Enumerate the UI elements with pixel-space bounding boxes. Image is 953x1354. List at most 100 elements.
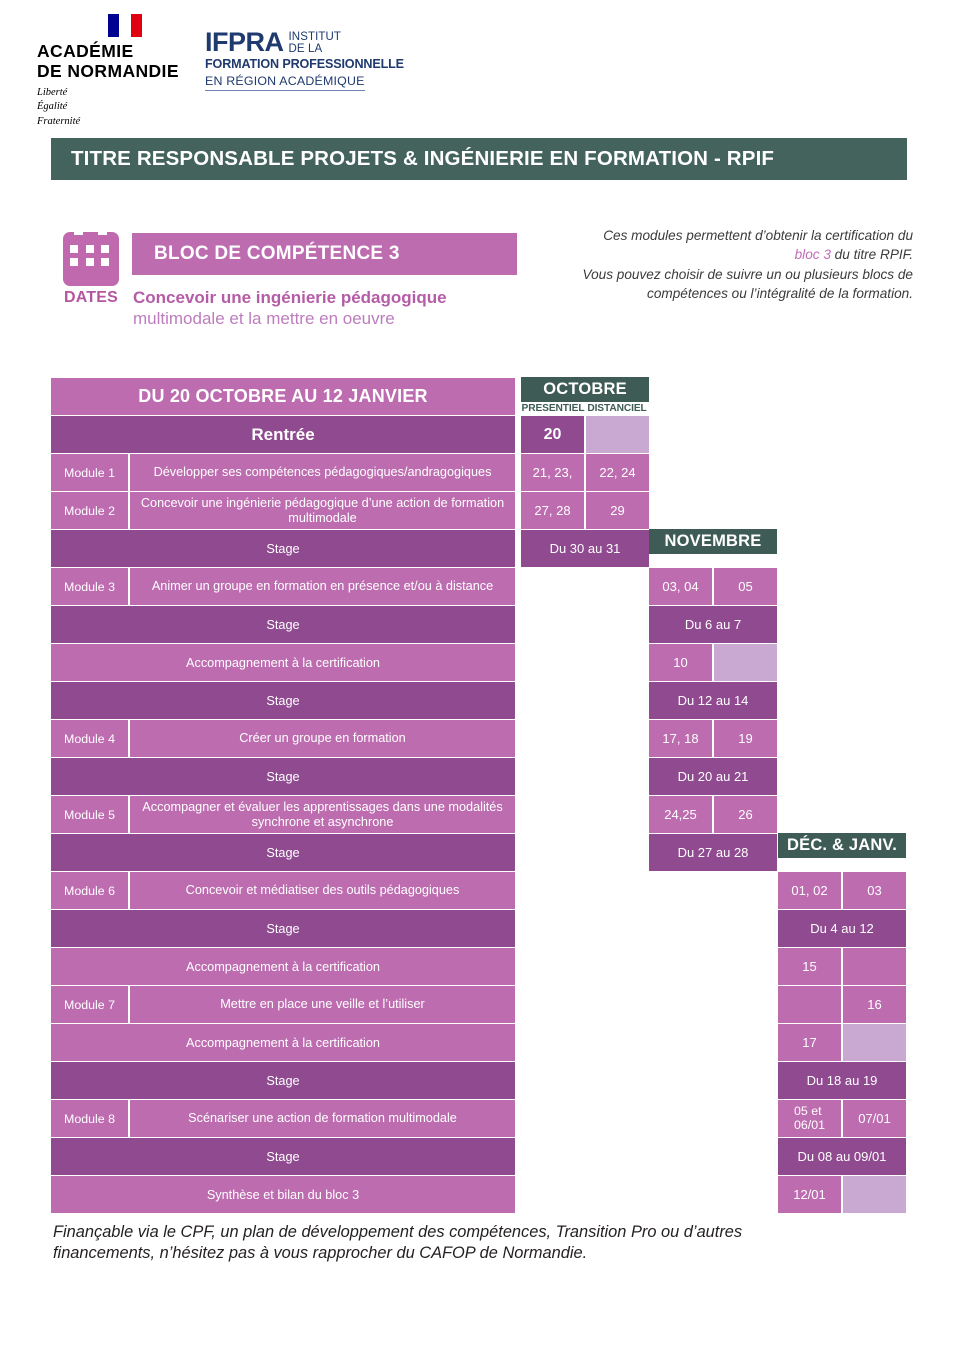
month-cell-nov: Du 6 au 7 [649,606,777,643]
note-line-3: Vous pouvez choisir de suivre un ou plus… [582,266,913,282]
date-cell-range: Du 12 au 14 [649,682,777,719]
date-cell-presentiel: 17 [778,1024,841,1061]
module-number: Module 6 [51,872,128,909]
stage-row-label: Stage [51,530,515,567]
module-number: Module 2 [51,492,128,529]
certification-note: Ces modules permettent d’obtenir la cert… [528,226,913,303]
date-cell-presentiel: 15 [778,948,841,985]
date-cell-distanciel: 16 [843,986,906,1023]
date-cell-presentiel: 01, 02 [778,872,841,909]
module-description: Accompagner et évaluer les apprentissage… [130,796,515,833]
stage-row-label: Stage [51,1062,515,1099]
ifpra-wordmark: IFPRA [205,27,284,57]
month-cell-oct: Du 30 au 31 [521,530,649,567]
module-number: Module 7 [51,986,128,1023]
date-cell-presentiel [778,986,841,1023]
date-cell-range: Du 20 au 21 [649,758,777,795]
month-cell-dec: Du 08 au 09/01 [778,1138,906,1175]
octobre-legend: PRESENTIEL DISTANCIEL [521,403,649,417]
footer-line-2: financements, n’hésitez pas à vous rappr… [53,1243,588,1262]
date-cell-distanciel: 29 [586,492,649,529]
date-cell-presentiel: 17, 18 [649,720,712,757]
month-cell-nov: 10 [649,644,777,681]
legend-distanciel: DISTANCIEL [587,403,647,414]
stage-row-label: Stage [51,606,515,643]
module-description: Développer ses compétences pédagogiques/… [130,454,515,491]
date-cell-range: Du 27 au 28 [649,834,777,871]
bloc-subtitle-line1: Concevoir une ingénierie pédagogique [133,288,447,307]
dates-label: DATES [63,289,119,306]
ifpra-line-3: EN RÉGION ACADÉMIQUE [205,74,365,91]
month-cell-dec: 12/01 [778,1176,906,1213]
schedule-header-row: DU 20 OCTOBRE AU 12 JANVIER OCTOBRE PRES… [51,377,911,417]
date-cell-distanciel [843,948,906,985]
schedule-row: Accompagnement à la certification 15 [51,948,911,985]
month-header-novembre: NOVEMBRE [649,529,777,554]
module-description: Concevoir et médiatiser des outils pédag… [130,872,515,909]
module-number: Module 4 [51,720,128,757]
schedule-row: Stage Du 18 au 19 [51,1062,911,1099]
ifpra-line-2: FORMATION PROFESSIONNELLE [205,56,404,71]
dates-icon-block: DATES [52,228,130,307]
schedule-row: Stage Du 12 au 14 [51,682,911,719]
stage-row-label: Stage [51,682,515,719]
ifpra-logo: IFPRA INSTITUT DE LA FORMATION PROFESSIO… [205,27,404,91]
note-line-2: bloc 3 du titre RPIF. [528,245,913,264]
module-number: Module 1 [51,454,128,491]
activity-row-label: Accompagnement à la certification [51,1024,515,1061]
date-cell-range: Du 30 au 31 [521,530,649,567]
date-cell-distanciel [843,1176,906,1213]
date-cell-distanciel: 19 [714,720,777,757]
month-cell-oct: 20 [521,416,649,453]
module-number: Module 8 [51,1100,128,1137]
date-cell-distanciel: 07/01 [843,1100,906,1137]
date-cell-presentiel: 12/01 [778,1176,841,1213]
note-line-1: Ces modules permettent d’obtenir la cert… [603,228,913,243]
month-cell-nov: Du 12 au 14 [649,682,777,719]
devise-egalite: Égalité [37,101,68,113]
module-number: Module 5 [51,796,128,833]
note-highlight: bloc 3 [794,247,831,263]
stage-row-label: Stage [51,1138,515,1175]
french-flag-icon [108,14,142,37]
module-description: Scénariser une action de formation multi… [130,1100,515,1137]
date-cell-distanciel: 26 [714,796,777,833]
stage-row-label: Stage [51,758,515,795]
title-banner: TITRE RESPONSABLE PROJETS & INGÉNIERIE E… [51,138,907,180]
module-description: Concevoir une ingénierie pédagogique d’u… [130,492,515,529]
month-cell-dec: Du 18 au 19 [778,1062,906,1099]
academie-line-1: ACADÉMIE [37,41,134,61]
module-number: Module 3 [51,568,128,605]
date-cell-range: Du 18 au 19 [778,1062,906,1099]
legend-presentiel: PRESENTIEL [521,403,585,414]
bloc-competence-title: BLOC DE COMPÉTENCE 3 [154,243,400,264]
date-cell-distanciel [586,416,649,453]
note-line-4: compétences ou l’intégralité de la forma… [647,285,913,301]
date-cell-presentiel: 27, 28 [521,492,584,529]
schedule-row: Stage Du 4 au 12 [51,910,911,947]
schedule-row: Stage Du 6 au 7 [51,606,911,643]
note-line-2-suffix: du titre RPIF. [830,247,913,263]
module-description: Créer un groupe en formation [130,720,515,757]
date-cell-range: Du 08 au 09/01 [778,1138,906,1175]
module-description: Animer un groupe en formation en présenc… [130,568,515,605]
ifpra-institut-line1: INSTITUT [288,31,342,43]
date-cell-presentiel: 21, 23, [521,454,584,491]
activity-row-label: Synthèse et bilan du bloc 3 [51,1176,515,1213]
activity-row-label: Accompagnement à la certification [51,948,515,985]
schedule-row: Accompagnement à la certification 17 [51,1024,911,1061]
month-cell-dec: 17 [778,1024,906,1061]
stage-row-label: Stage [51,910,515,947]
month-cell-dec: Du 4 au 12 [778,910,906,947]
